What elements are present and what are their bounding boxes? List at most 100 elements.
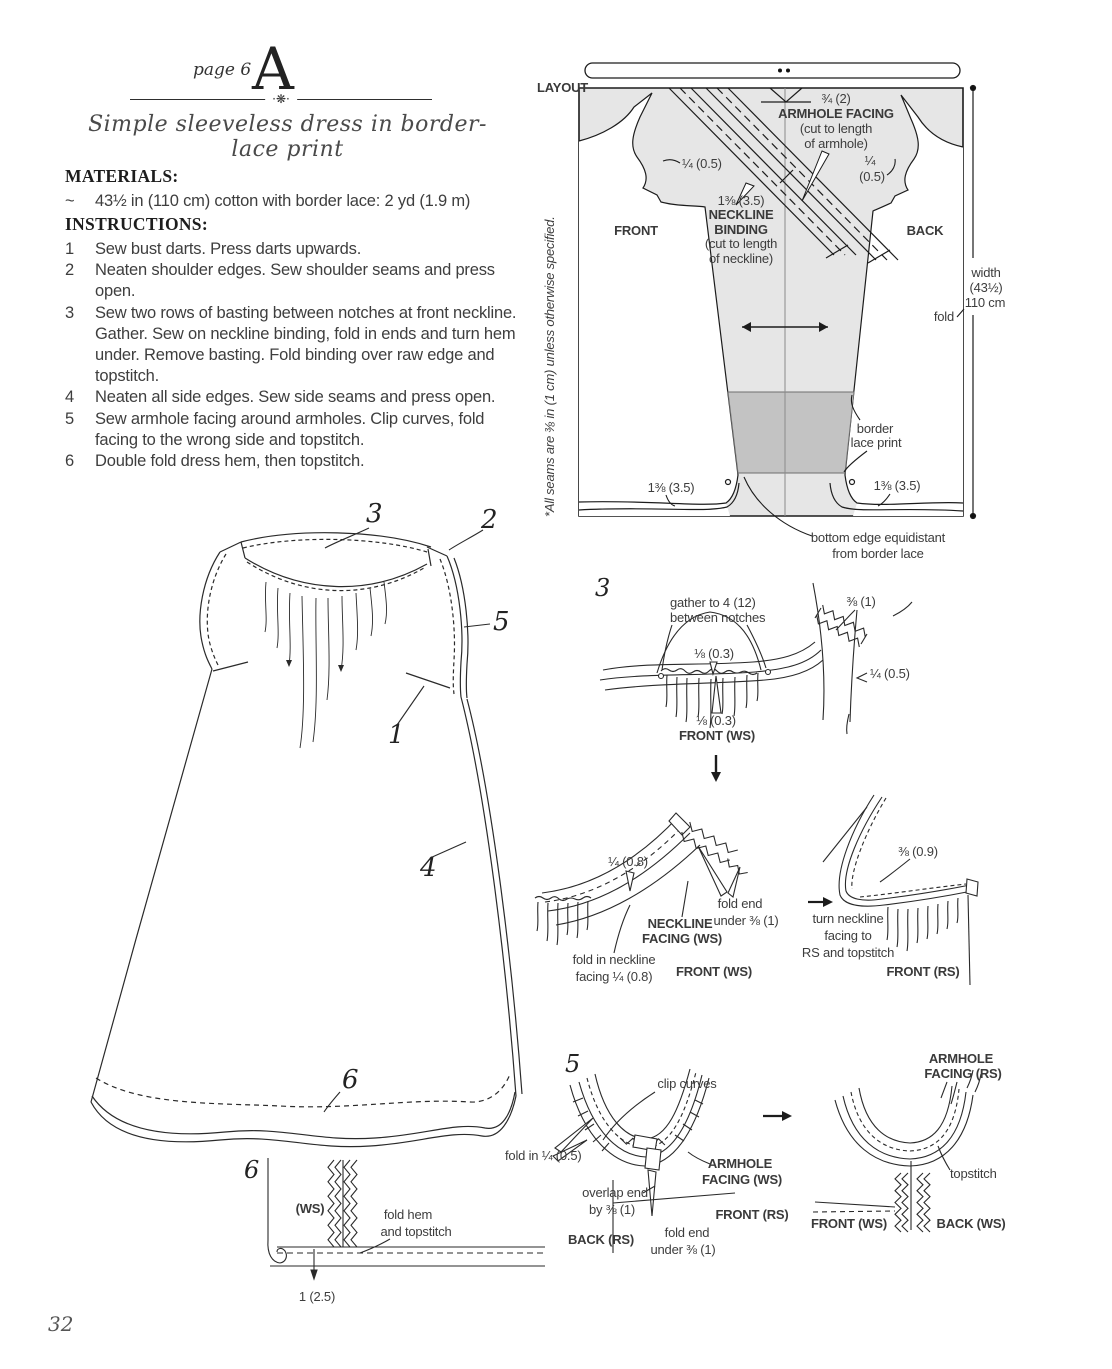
- hem-drawing: [268, 1158, 545, 1281]
- step3-facing-diagram: ¼ (0.8) fold end under ⅜ (1) NECKLINE FA…: [530, 785, 1010, 995]
- materials-heading: MATERIALS:: [65, 166, 179, 186]
- materials-section: MATERIALS: ~ 43½ in (110 cm) cotton with…: [65, 166, 535, 212]
- armhole-facing-rs-topstitched: [813, 1070, 981, 1232]
- instruction-number: 5: [65, 409, 74, 428]
- armhole-facing-ws: [553, 1069, 735, 1253]
- callout-2: 2: [480, 505, 497, 535]
- armhole-facing-rs-label: FACING (RS): [924, 1066, 1001, 1081]
- fold-in-note: facing ¼ (0.8): [576, 969, 653, 984]
- dress-outline: [91, 533, 522, 1147]
- dress-illustration: 3 2 5 1 4 6: [70, 499, 530, 1160]
- binding-size: 1⅜ (3.5): [718, 193, 765, 208]
- neckline-topstitched-rs: [823, 795, 978, 985]
- binding-seam-label: ⅜ (1): [846, 594, 875, 609]
- divider-ornament-icon: ·❋·: [265, 91, 297, 106]
- bottom-edge-note: from border lace: [832, 546, 923, 561]
- binding-note: of neckline): [709, 251, 773, 266]
- instruction-text: Sew armhole facing around armholes. Clip…: [95, 409, 485, 449]
- topstitch-note: topstitch: [950, 1166, 997, 1181]
- down-arrow: [711, 755, 721, 782]
- binding-name: BINDING: [714, 222, 768, 237]
- seam-allowance-right: ¼: [865, 153, 876, 168]
- instruction-item: 6 Double fold dress hem, then topstitch.: [65, 451, 545, 472]
- width-value-cm: 110 cm: [965, 295, 1005, 310]
- shoulder-seam-label: ¼ (0.5): [870, 666, 910, 681]
- instruction-number: 3: [65, 303, 74, 322]
- instruction-text: Neaten shoulder edges. Sew shoulder seam…: [95, 261, 495, 301]
- neckline-gathers: [265, 582, 387, 748]
- width-label: width: [970, 265, 1000, 280]
- callout-4: 4: [419, 853, 436, 883]
- fold-end-note: fold end: [718, 896, 763, 911]
- armhole-facing-note: of armhole): [804, 136, 868, 151]
- front-pattern-piece: [579, 93, 739, 516]
- back-pattern-piece: [830, 95, 963, 516]
- materials-item: ~ 43½ in (110 cm) cotton with border lac…: [65, 191, 535, 212]
- step6-number: 6: [244, 1156, 259, 1184]
- callout-leaders: [324, 528, 490, 1112]
- instruction-number: 4: [65, 388, 74, 407]
- border-lace-label: lace print: [851, 435, 902, 450]
- callout-3: 3: [366, 499, 382, 529]
- basting-seam-top: ⅛ (0.3): [694, 646, 734, 661]
- page-number: 32: [48, 1312, 74, 1336]
- front-rs-label: FRONT (RS): [886, 964, 959, 979]
- instruction-text: Double fold dress hem, then topstitch.: [95, 452, 365, 471]
- border-lace-label: border: [857, 421, 894, 436]
- step3-number: 3: [595, 574, 610, 602]
- hem-allowance-left: 1⅜ (3.5): [648, 480, 695, 495]
- front-rs-label: FRONT (RS): [715, 1207, 788, 1222]
- front-piece-label: FRONT: [614, 223, 658, 238]
- armhole-facing-ws-label: ARMHOLE: [708, 1156, 773, 1171]
- instruction-item: 1 Sew bust darts. Press darts upwards.: [65, 239, 545, 260]
- instruction-text: Sew bust darts. Press darts upwards.: [95, 240, 362, 258]
- materials-bullet: ~: [65, 192, 75, 210]
- overlap-note: by ⅜ (1): [589, 1202, 635, 1217]
- pattern-title: Simple sleeveless dress in border-lace p…: [88, 112, 487, 162]
- instruction-item: 5 Sew armhole facing around armholes. Cl…: [65, 409, 545, 451]
- step6-hem-diagram: 6 (WS) fold hem and topstitch 1 (2.5): [244, 1156, 560, 1304]
- grainline-arrow: [742, 322, 828, 332]
- overlap-note: overlap end: [582, 1185, 648, 1200]
- right-arrow: [763, 1111, 792, 1121]
- border-lace-band: [727, 391, 855, 474]
- fabric-roll: [584, 62, 961, 79]
- armhole-facing-size: ¾ (2): [821, 91, 850, 106]
- fold-in-note: fold in ¼ (0.5): [505, 1148, 582, 1163]
- page-reference-label: page 6: [193, 60, 252, 80]
- materials-text: 43½ in (110 cm) cotton with border lace:…: [95, 192, 471, 210]
- armhole-facing-ws-label: FACING (WS): [702, 1172, 782, 1187]
- step5-armhole-diagram: 5 clip curves fold in ¼ (0.5) ARMHOLE FA…: [505, 1050, 1006, 1257]
- step5-number: 5: [565, 1050, 580, 1078]
- armhole-facing-name: ARMHOLE FACING: [778, 106, 894, 121]
- instruction-number: 1: [65, 240, 74, 258]
- instruction-item: 3 Sew two rows of basting between notche…: [65, 303, 545, 388]
- fold-notch: [761, 88, 811, 102]
- shoulder-binding-piece: [813, 583, 912, 734]
- binding-note: (cut to length: [705, 236, 777, 251]
- turn-note: RS and topstitch: [802, 945, 894, 960]
- front-ws-label: FRONT (WS): [679, 728, 755, 743]
- hem-allowance-right: 1⅜ (3.5): [874, 478, 921, 493]
- fold-in-note: fold in neckline: [573, 952, 656, 967]
- width-value-in: (43½): [970, 280, 1003, 295]
- step3-gather-diagram: 3 gather to 4 (12) between notches ⅛ (0.…: [595, 574, 1010, 782]
- fold-hem-note: and topstitch: [380, 1224, 451, 1239]
- instruction-text: Neaten all side edges. Sew side seams an…: [95, 388, 496, 407]
- front-ws-label: FRONT (WS): [811, 1216, 887, 1231]
- neckline-facing-label: FACING (WS): [642, 931, 722, 946]
- seam-allowance-right: (0.5): [859, 169, 885, 184]
- leader-arrows: [736, 151, 829, 205]
- bottom-edge-note: bottom edge equidistant: [811, 530, 946, 545]
- armhole-facing-note: (cut to length: [800, 121, 872, 136]
- armhole-facing-rs-label: ARMHOLE: [929, 1051, 994, 1066]
- fold-end-note: under ⅜ (1): [650, 1242, 715, 1257]
- turn-note: facing to: [824, 928, 871, 943]
- layout-label: LAYOUT: [537, 80, 588, 95]
- instruction-text: Sew two rows of basting between notches …: [95, 303, 517, 386]
- fold-end-note: fold end: [665, 1225, 710, 1240]
- neckline-facing-ws: [535, 813, 748, 953]
- neckline-facing-label: NECKLINE: [648, 916, 713, 931]
- instruction-item: 2 Neaten shoulder edges. Sew shoulder se…: [65, 260, 545, 302]
